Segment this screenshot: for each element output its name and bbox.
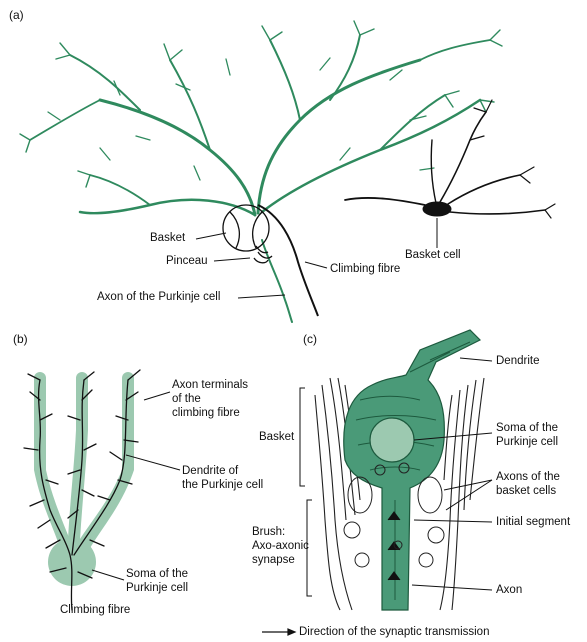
label-basket-c: Basket [259,430,294,444]
label-dendrite-c: Dendrite [496,354,539,368]
panel-b-marker: (b) [13,332,28,346]
label-basket-cell: Basket cell [405,248,461,262]
legend-text: Direction of the synaptic transmission [299,625,489,639]
panel-a-marker: (a) [9,8,24,22]
purkinje-cell-c [344,330,480,610]
label-axon-purkinje: Axon of the Purkinje cell [97,290,220,304]
label-pinceau: Pinceau [166,254,208,268]
label-brush: Brush: Axo-axonic synapse [252,525,309,567]
basket-pinceau [223,205,272,263]
label-climbing-fibre-b: Climbing fibre [60,603,130,617]
panel-c-marker: (c) [303,332,317,346]
label-axons-basket: Axons of the basket cells [496,470,560,498]
purkinje-dendritic-tree [20,21,502,322]
label-basket-a: Basket [150,231,185,245]
label-soma-c: Soma of the Purkinje cell [496,421,558,449]
purkinje-cell-b [34,372,134,586]
label-axon-terminals: Axon terminals of the climbing fibre [172,378,248,420]
leader-lines-a [196,218,437,298]
leader-lines-b [92,392,180,580]
label-soma-b: Soma of the Purkinje cell [126,567,188,595]
label-dendrite-b: Dendrite of the Purkinje cell [182,464,263,492]
label-axon-c: Axon [496,583,522,597]
label-climbing-fibre-a: Climbing fibre [330,262,400,276]
label-initial-segment: Initial segment [496,515,570,529]
legend-arrow [262,629,295,635]
